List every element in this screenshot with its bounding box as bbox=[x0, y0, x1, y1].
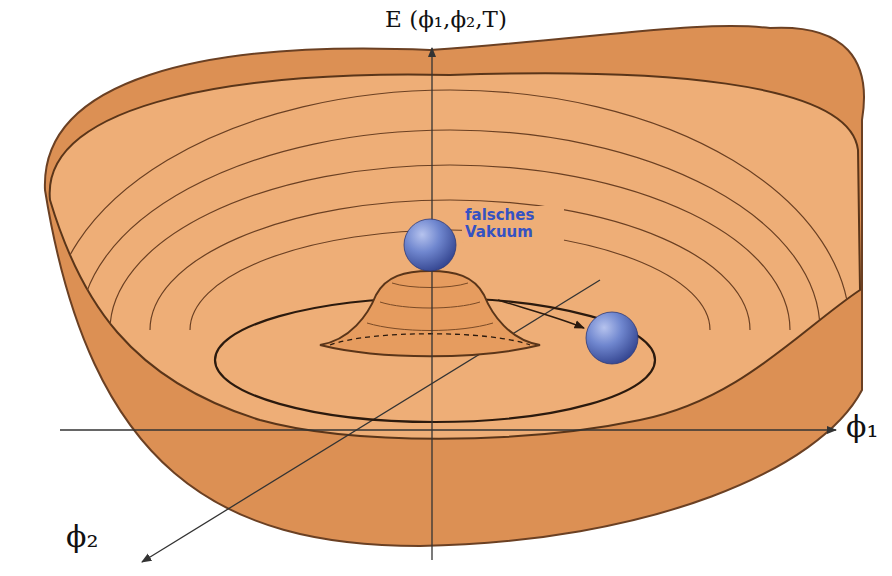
axis-label: E (ϕ₁,ϕ₂,T) bbox=[385, 6, 507, 32]
contour-line bbox=[367, 323, 493, 331]
central-hill bbox=[320, 271, 540, 356]
hill-contours bbox=[367, 283, 493, 331]
bowl-body bbox=[45, 26, 864, 546]
contour-line bbox=[380, 302, 480, 308]
axis-label: ϕ₂ bbox=[66, 520, 98, 555]
ball-false-vacuum bbox=[404, 219, 456, 271]
state-label: falsches Vakuum bbox=[462, 206, 564, 243]
bowl-interior bbox=[50, 73, 860, 438]
energy-axis bbox=[431, 48, 432, 560]
ball-true-vacuum bbox=[586, 312, 638, 364]
hill-base-dashed bbox=[330, 334, 530, 345]
phi1-axis bbox=[60, 429, 836, 430]
roll-arrow bbox=[498, 300, 584, 328]
contour-line bbox=[392, 283, 468, 288]
axis-label: ϕ₁ bbox=[846, 410, 878, 445]
